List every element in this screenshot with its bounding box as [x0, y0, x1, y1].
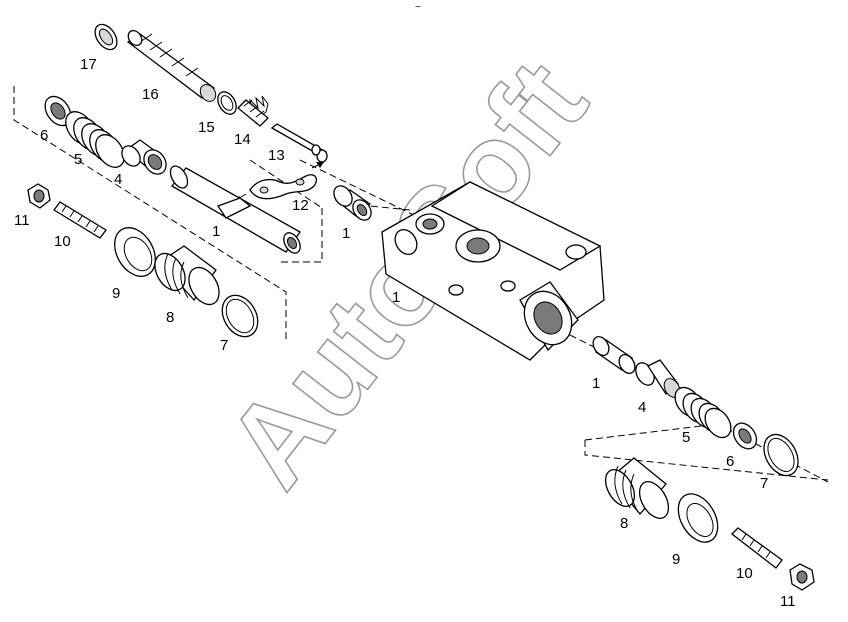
- part-10-screw-left: [53, 201, 107, 239]
- part-11-nut-right: [789, 563, 815, 591]
- part-6-washer-right: [732, 422, 758, 450]
- label-6-left: 6: [40, 127, 48, 144]
- label-10-right: 10: [736, 565, 753, 582]
- label-10-left: 10: [54, 233, 71, 250]
- label-13: 13: [268, 147, 285, 164]
- part-8-cup-left: [154, 245, 220, 306]
- label-7-right: 7: [760, 475, 768, 492]
- part-13-pin: [270, 123, 328, 163]
- label-1-body: 1: [392, 289, 400, 306]
- part-15-oring: [217, 91, 237, 115]
- part-8-cup-right: [604, 457, 670, 519]
- label-5-right: 5: [682, 429, 690, 446]
- label-11-right: 11: [780, 593, 796, 610]
- part-1-valve-body: [381, 181, 605, 361]
- label-14: 14: [234, 131, 251, 148]
- label-1-spool: 1: [212, 223, 220, 240]
- label-4-left: 4: [114, 171, 122, 188]
- part-11-nut-left: [27, 183, 51, 209]
- part-1-bushing-upper: [333, 185, 372, 221]
- part-9-ringnut-left: [114, 227, 156, 277]
- part-17-ring: [94, 23, 118, 51]
- label-8-right: 8: [620, 515, 628, 532]
- part-12-clip: [232, 162, 324, 202]
- label-5-left: 5: [74, 151, 82, 168]
- part-16-spool: [126, 29, 217, 102]
- label-7-left: 7: [220, 337, 228, 354]
- label-17: 17: [80, 56, 97, 73]
- part-1-spool-left: [169, 165, 301, 254]
- label-6-right: 6: [726, 453, 734, 470]
- part-5-spring-left: [65, 111, 125, 168]
- part-5-spring-right: [674, 386, 732, 439]
- part-14-spring: [237, 95, 269, 127]
- top-mark: ~: [415, 2, 421, 13]
- part-9-ringnut-right: [677, 493, 719, 543]
- label-11-left: 11: [14, 212, 30, 229]
- label-9-left: 9: [112, 285, 120, 302]
- part-1-bushing-right: [592, 336, 636, 374]
- callout-labels: 17 16 15 14 13 12 6 5 4 1 1 1 1 11 10 9 …: [14, 56, 796, 610]
- label-16: 16: [142, 86, 159, 103]
- part-6-washer-left: [44, 95, 72, 127]
- part-4-sleeve-left: [121, 139, 167, 175]
- part-10-screw-right: [731, 527, 783, 569]
- label-15: 15: [198, 119, 215, 136]
- label-4-right: 4: [638, 399, 646, 416]
- label-9-right: 9: [672, 551, 680, 568]
- label-8-left: 8: [166, 309, 174, 326]
- label-1-bushing-right: 1: [592, 375, 600, 392]
- part-7-oring-right: [763, 433, 799, 477]
- label-1-bushing-upper: 1: [342, 225, 350, 242]
- part-4-sleeve-right: [635, 359, 681, 398]
- label-12: 12: [292, 197, 309, 214]
- part-7-oring-left: [221, 294, 259, 338]
